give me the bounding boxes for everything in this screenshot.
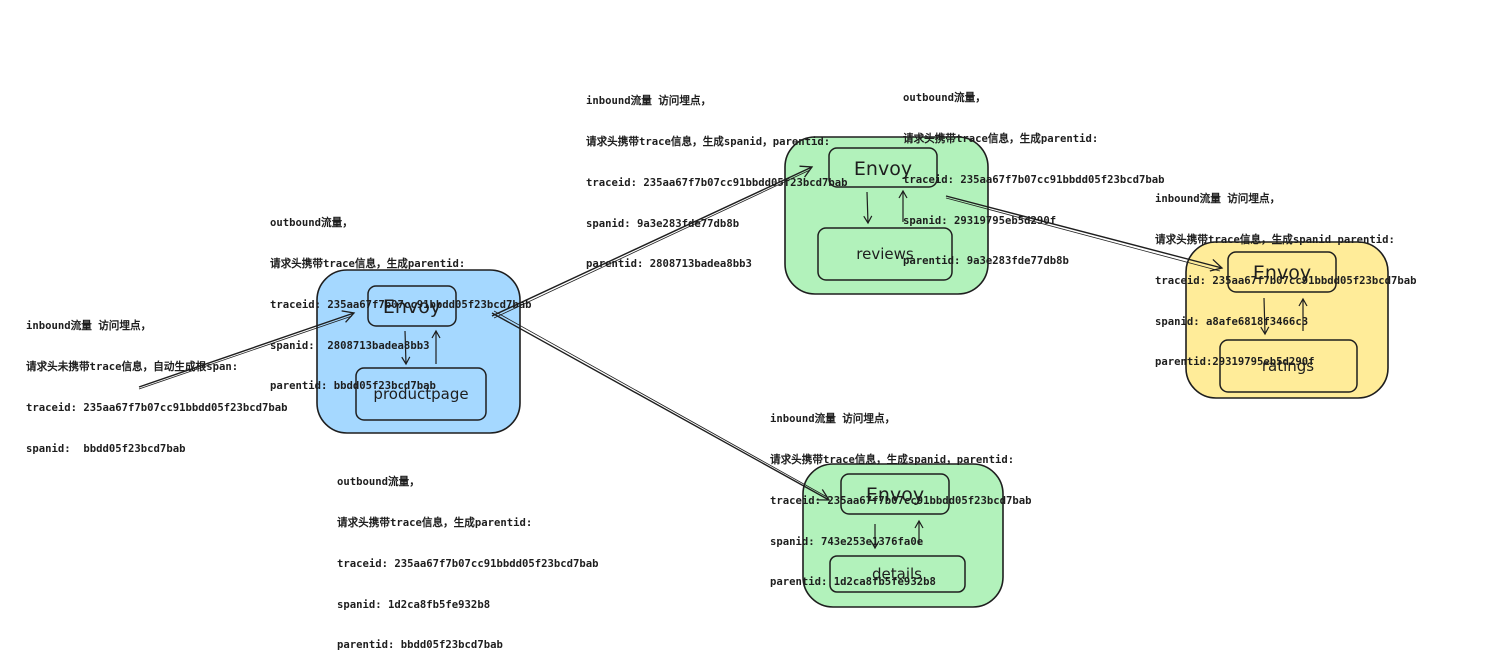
note-line: spanid: 743e253e1376fa0e [770, 535, 924, 548]
note-line: traceid: 235aa67f7b07cc91bbdd05f23bcd7ba… [270, 298, 532, 311]
node-productpage[interactable]: Envoy productpage [316, 269, 521, 434]
note-reviews-inbound: inbound流量 访问埋点， 请求头携带trace信息，生成spanid，pa… [586, 68, 848, 286]
note-productpage-outbound-reviews: outbound流量， 请求头携带trace信息，生成parentid: tra… [270, 190, 532, 408]
note-line: spanid: bbdd05f23bcd7bab [26, 442, 186, 455]
productpage-envoy-label: Envoy [383, 296, 441, 318]
reviews-service-box[interactable] [817, 227, 953, 281]
note-line: outbound流量， [337, 476, 420, 489]
ratings-envoy-label: Envoy [1253, 262, 1311, 284]
productpage-service-box[interactable] [355, 367, 487, 421]
note-line: 请求头携带trace信息，生成parentid: [337, 516, 533, 529]
note-line: parentid: 1d2ca8fb5fe932b8 [770, 576, 936, 589]
node-reviews[interactable]: Envoy reviews [784, 136, 989, 295]
note-line: spanid: 9a3e283fde77db8b [586, 217, 740, 230]
note-reviews-outbound: outbound流量， 请求头携带trace信息，生成parentid: tra… [903, 65, 1165, 283]
note-details-inbound: inbound流量 访问埋点， 请求头携带trace信息，生成spanid，pa… [770, 386, 1032, 604]
note-line: 请求头携带trace信息，生成parentid: [903, 132, 1099, 145]
reviews-to-ratings-arrow-shadow [945, 197, 1221, 272]
productpage-service-label: productpage [373, 385, 468, 403]
note-line: inbound流量 访问埋点， [26, 320, 152, 333]
reviews-envoy-box[interactable] [828, 147, 938, 188]
productpage-to-reviews-arrow [491, 165, 814, 317]
note-line: 请求头携带trace信息，生成spanid parentid: [1155, 233, 1395, 246]
note-line: inbound流量 访问埋点， [586, 95, 712, 108]
note-line: parentid: 2808713badea8bb3 [586, 258, 752, 271]
productpage-to-details-arrow-shadow [493, 310, 828, 498]
node-ratings[interactable]: Envoy ratings [1185, 241, 1389, 399]
details-envoy-box[interactable] [840, 473, 950, 515]
productpage-to-reviews-arrow-shadow [493, 169, 811, 319]
note-line: traceid: 235aa67f7b07cc91bbdd05f23bcd7ba… [770, 494, 1032, 507]
ratings-down-arrow [1260, 297, 1270, 336]
ratings-service-box[interactable] [1219, 339, 1358, 393]
reviews-down-arrow [863, 191, 873, 225]
details-service-box[interactable] [829, 555, 966, 593]
node-details[interactable]: Envoy details [802, 463, 1004, 608]
details-container [802, 463, 1004, 608]
note-line: traceid: 235aa67f7b07cc91bbdd05f23bcd7ba… [903, 173, 1165, 186]
note-productpage-inbound: inbound流量 访问埋点， 请求头未携带trace信息，自动生成根span:… [26, 293, 288, 470]
note-line: parentid: 9a3e283fde77db8b [903, 255, 1069, 268]
ratings-container [1185, 241, 1389, 399]
ratings-service-label: ratings [1262, 357, 1314, 375]
incoming-request-arrow [138, 310, 356, 388]
ratings-envoy-box[interactable] [1227, 251, 1337, 293]
note-line: 请求头携带trace信息，生成spanid，parentid: [586, 135, 831, 148]
reviews-to-ratings-arrow [945, 195, 1224, 272]
note-line: spanid: 2808713badea8bb3 [270, 339, 430, 352]
note-line: traceid: 235aa67f7b07cc91bbdd05f23bcd7ba… [1155, 274, 1417, 287]
reviews-service-label: reviews [856, 245, 914, 263]
note-line: spanid: 1d2ca8fb5fe932b8 [337, 598, 491, 611]
note-line: parentid: bbdd05f23bcd7bab [270, 380, 436, 393]
note-line: 请求头携带trace信息，生成spanid，parentid: [770, 453, 1015, 466]
note-line: outbound流量， [270, 217, 353, 230]
productpage-to-details-arrow [491, 312, 831, 501]
note-line: parentid: bbdd05f23bcd7bab [337, 639, 503, 652]
note-line: spanid: 29319795eb5d290f [903, 214, 1057, 227]
details-service-label: details [872, 565, 922, 583]
note-line: inbound流量 访问埋点， [770, 413, 896, 426]
note-line: traceid: 235aa67f7b07cc91bbdd05f23bcd7ba… [26, 401, 288, 414]
reviews-envoy-label: Envoy [854, 158, 912, 180]
note-line: 请求头携带trace信息，生成parentid: [270, 257, 466, 270]
note-productpage-outbound-details: outbound流量， 请求头携带trace信息，生成parentid: tra… [337, 449, 599, 667]
note-ratings-inbound: inbound流量 访问埋点， 请求头携带trace信息，生成spanid pa… [1155, 166, 1417, 384]
details-envoy-label: Envoy [866, 484, 924, 506]
note-line: 请求头未携带trace信息，自动生成根span: [26, 360, 239, 373]
note-line: parentid:29319795eb5d290f [1155, 356, 1315, 369]
productpage-down-arrow [401, 330, 411, 366]
productpage-envoy-box[interactable] [367, 285, 457, 327]
note-line: traceid: 235aa67f7b07cc91bbdd05f23bcd7ba… [337, 557, 599, 570]
note-line: traceid: 235aa67f7b07cc91bbdd05f23bcd7ba… [586, 176, 848, 189]
note-line: inbound流量 访问埋点， [1155, 193, 1281, 206]
incoming-request-arrow-shadow [138, 315, 353, 390]
note-line: spanid: a8afe6818f3466c3 [1155, 315, 1309, 328]
note-line: outbound流量， [903, 92, 986, 105]
diagram-canvas: Envoy productpage Envoy reviews Envoy ra… [138, 136, 1389, 608]
